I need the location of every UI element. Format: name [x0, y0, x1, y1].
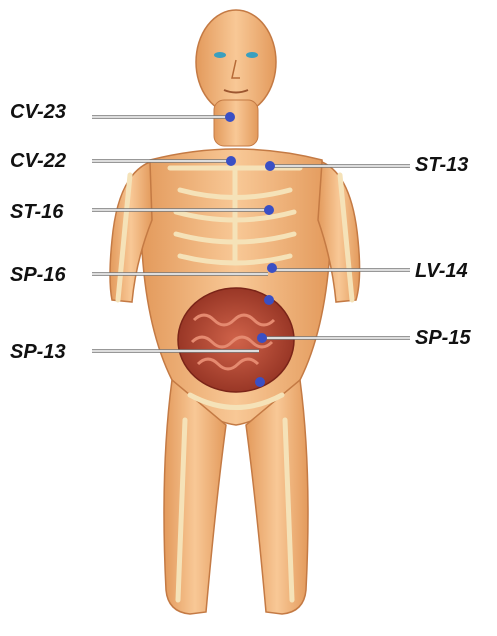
acupoint-dot-sp15	[257, 333, 267, 343]
label-st16: ST-16	[10, 201, 63, 223]
label-sp16: SP-16	[10, 264, 66, 286]
label-sp13: SP-13	[10, 341, 66, 363]
acupoint-dot-sp16	[264, 295, 274, 305]
acupoint-dot-st13	[265, 161, 275, 171]
label-cv23: CV-23	[10, 101, 66, 123]
acupoint-dot-lv14	[267, 263, 277, 273]
label-cv22: CV-22	[10, 150, 66, 172]
acupoint-dot-cv23	[225, 112, 235, 122]
label-sp15: SP-15	[415, 327, 471, 349]
acupoint-dot-cv22	[226, 156, 236, 166]
acupoint-dot-sp13	[255, 377, 265, 387]
label-lv14: LV-14	[415, 260, 468, 282]
intestines	[178, 288, 294, 392]
label-st13: ST-13	[415, 154, 468, 176]
acupoint-dot-st16	[264, 205, 274, 215]
